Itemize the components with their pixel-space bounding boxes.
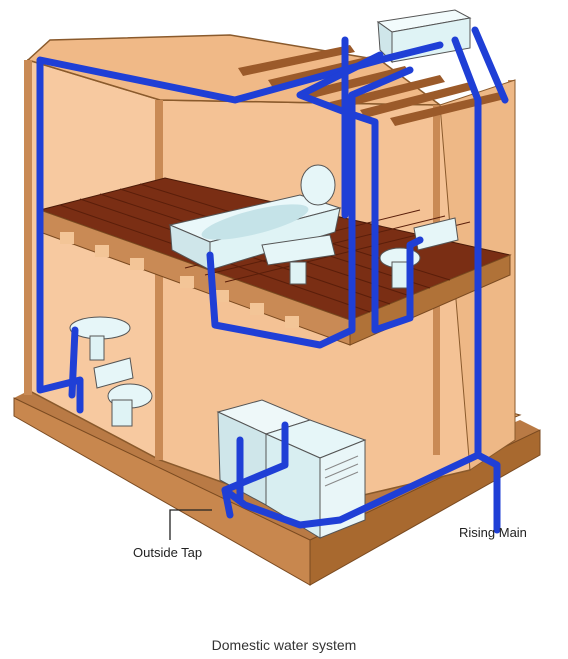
outside-tap-label: Outside Tap (133, 545, 202, 560)
rising-main-label: Rising Main (459, 525, 527, 540)
upstairs-cistern (301, 165, 335, 205)
diagram-caption: Domestic water system (0, 637, 568, 653)
